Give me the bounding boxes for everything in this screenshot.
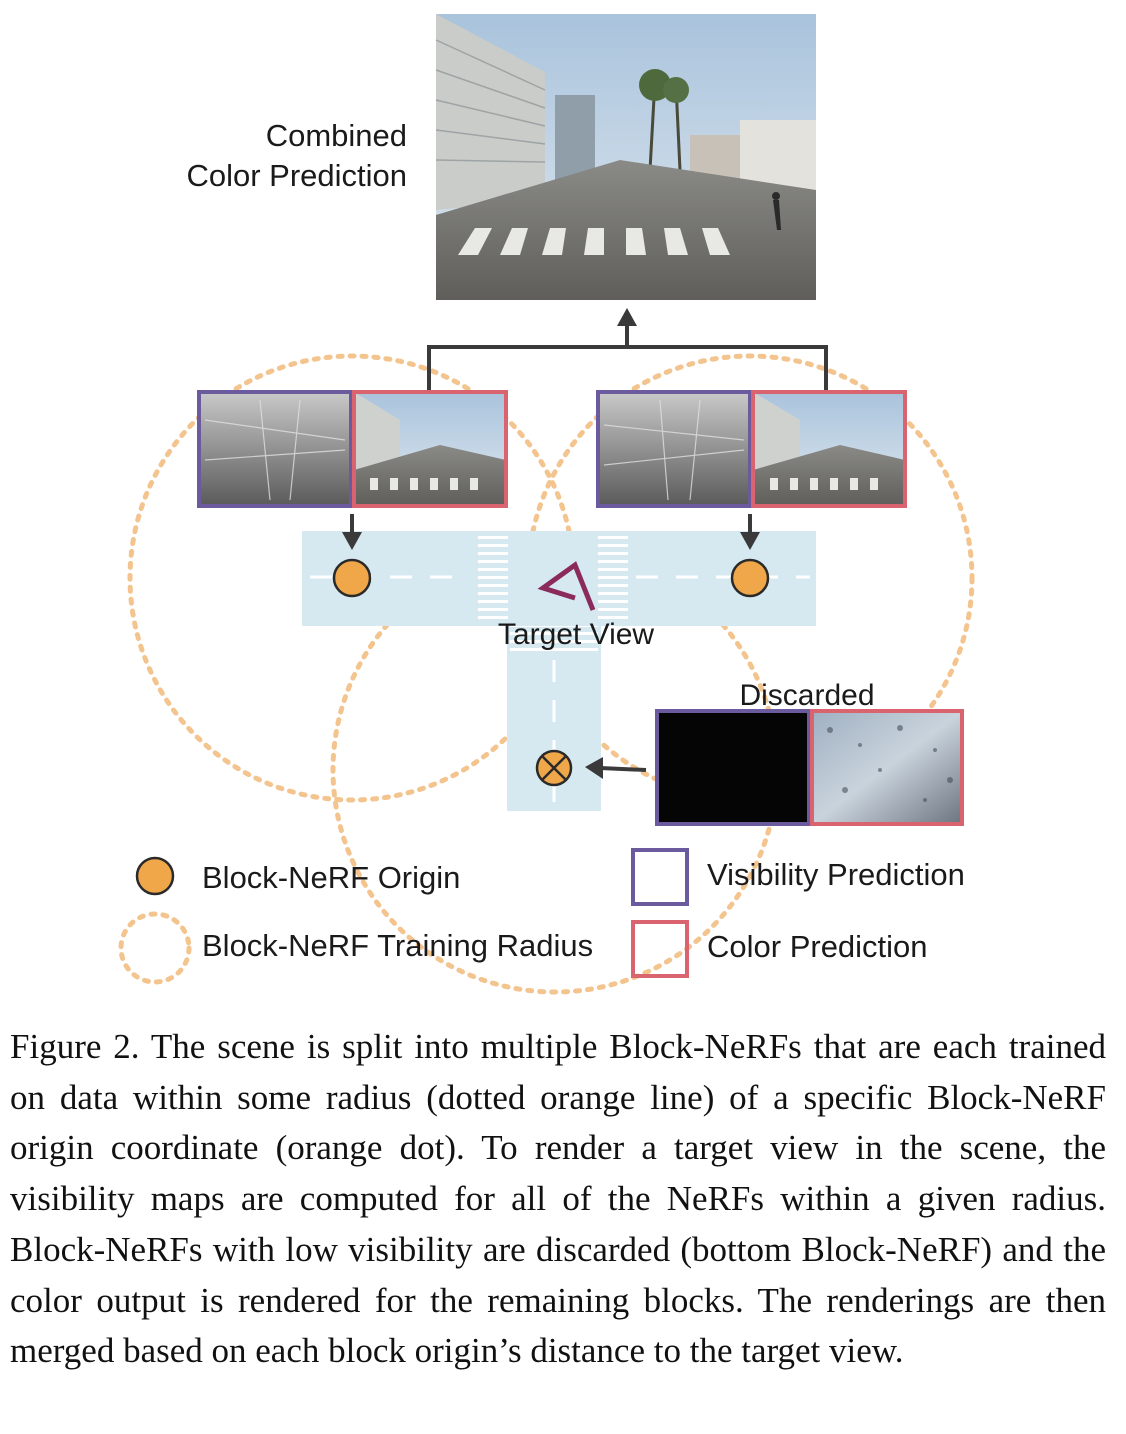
right-color-thumbnail (751, 390, 907, 508)
legend-color-label: Color Prediction (707, 929, 928, 964)
legend: Block-NeRF Origin Block-NeRF Training Ra… (118, 848, 965, 985)
right-visibility-thumbnail (596, 390, 752, 508)
legend-origin-swatch (135, 856, 175, 896)
discarded-label: Discarded (739, 679, 874, 712)
discarded-visibility-thumbnail (655, 709, 811, 826)
legend-origin-label: Block-NeRF Origin (202, 860, 460, 895)
target-view-label: Target View (498, 618, 655, 651)
combined-label-line2: Color Prediction (186, 158, 407, 193)
down-arrows (342, 514, 760, 550)
left-visibility-thumbnail (197, 390, 353, 508)
combined-label-line1: Combined (266, 118, 407, 153)
target-view-marker (537, 561, 596, 611)
block-origin-right (730, 558, 770, 598)
legend-color-swatch (631, 920, 689, 978)
block-origin-discarded (535, 749, 573, 787)
left-color-thumbnail (352, 390, 508, 508)
block-nerf-figure: Combined Color Prediction Target View Di… (118, 14, 975, 995)
legend-radius-label: Block-NeRF Training Radius (202, 928, 593, 963)
block-origin-left (332, 558, 372, 598)
figure-caption: Figure 2. The scene is split into multip… (10, 1027, 1106, 1371)
merge-arrow (427, 308, 828, 390)
legend-radius-swatch (118, 911, 192, 985)
discard-arrow (585, 757, 647, 779)
legend-visibility-swatch (631, 848, 689, 906)
legend-visibility-label: Visibility Prediction (707, 857, 965, 892)
discarded-color-thumbnail (810, 709, 964, 826)
combined-color-image (435, 14, 816, 300)
